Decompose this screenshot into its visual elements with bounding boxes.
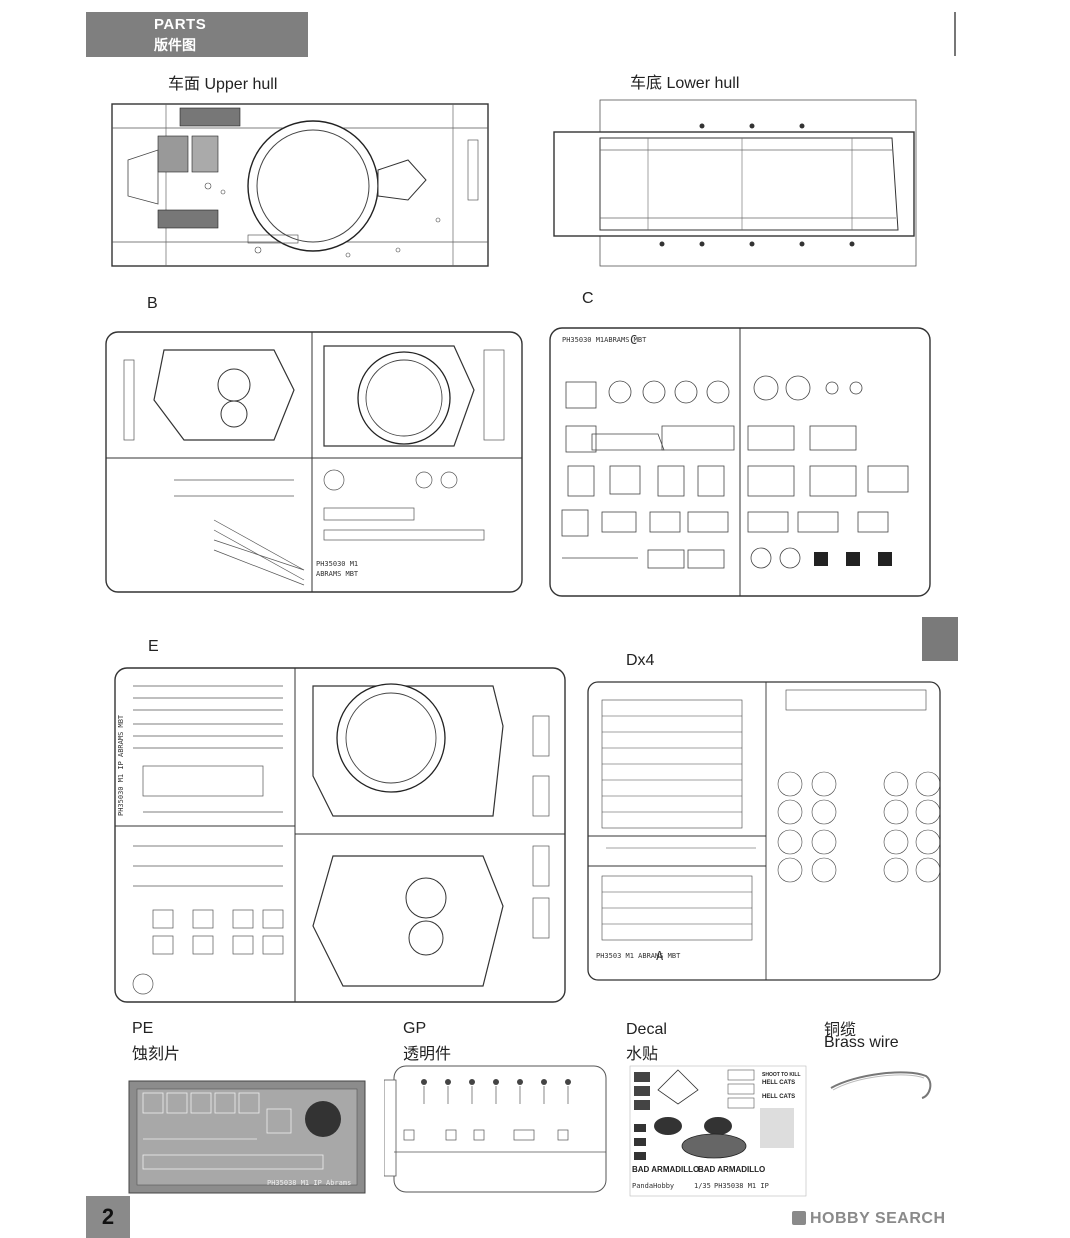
- sprue-d-drawing: PH3503 M1 ABRAMS MBT A: [587, 681, 941, 981]
- decal-hellcats-2: HELL CATS: [762, 1094, 795, 1100]
- brass-label-cn: 铜缆: [824, 1022, 857, 1039]
- pe-code: PH35038 M1 IP Abrams: [267, 1179, 351, 1187]
- gp-label-en: GP: [403, 1020, 427, 1037]
- brass-wire-drawing: [830, 1071, 932, 1099]
- sprue-e-label: E: [148, 638, 159, 655]
- decal-hellcats-1: HELL CATS: [762, 1080, 795, 1086]
- lower-hull-label: 车底 Lower hull: [630, 75, 740, 92]
- header-title-cn: 版件图: [154, 37, 196, 53]
- header-title-en: PARTS: [154, 16, 207, 33]
- parts-header: PARTS 版件图: [86, 12, 308, 57]
- watermark: HOBBY SEARCH: [792, 1210, 946, 1228]
- decal-shoot: SHOOT TO KILL: [762, 1072, 801, 1078]
- sprue-d-code: PH3503 M1 ABRAMS MBT: [596, 952, 681, 960]
- sprue-c-code: PH35030 M1ABRAMS MBT: [562, 336, 647, 344]
- pe-label-cn: 蚀刻片: [132, 1046, 181, 1063]
- pe-label-en: PE: [132, 1020, 154, 1037]
- sprue-e-drawing: PH35030 M1 IP ABRAMS MBT: [114, 667, 566, 1003]
- sprue-b-drawing: PH35030 M1 ABRAMS MBT: [105, 331, 523, 593]
- watermark-logo-icon: [792, 1211, 806, 1225]
- sprue-b-code-2: ABRAMS MBT: [316, 570, 359, 578]
- decal-label-en: Decal: [626, 1021, 667, 1038]
- decal-label-cn: 水贴: [626, 1046, 659, 1063]
- pe-fret-drawing: PH35038 M1 IP Abrams: [128, 1080, 366, 1194]
- sprue-c-drawing: PH35030 M1ABRAMS MBT C: [549, 327, 931, 597]
- page-number: 2: [86, 1196, 130, 1238]
- decal-scale: 1/35: [694, 1182, 711, 1190]
- decal-armadillo-1: BAD ARMADILLO: [632, 1165, 699, 1174]
- decal-code: PH35038 M1 IP: [714, 1182, 769, 1190]
- sprue-e-code: PH35030 M1 IP ABRAMS MBT: [117, 714, 125, 816]
- sprue-d-label: Dx4: [626, 652, 655, 669]
- lower-hull-drawing: [553, 99, 917, 267]
- watermark-text: HOBBY SEARCH: [810, 1210, 946, 1227]
- right-divider: [954, 12, 956, 56]
- sprue-d-letter: A: [656, 949, 664, 963]
- gp-label-cn: 透明件: [403, 1046, 452, 1063]
- sprue-b-code: PH35030 M1: [316, 560, 358, 568]
- sprue-c-letter: C: [630, 333, 637, 347]
- decal-armadillo-2: BAD ARMADILLO: [698, 1165, 765, 1174]
- upper-hull-label: 车面 Upper hull: [168, 76, 278, 93]
- sprue-c-label: C: [582, 290, 594, 307]
- gp-sprue-drawing: [384, 1065, 607, 1193]
- upper-hull-drawing: [111, 103, 489, 267]
- sprue-b-label: B: [147, 295, 158, 312]
- decal-brand: PandaHobby: [632, 1182, 674, 1190]
- decal-sheet-drawing: SHOOT TO KILL HELL CATS HELL CATS BAD AR…: [629, 1065, 807, 1197]
- brass-label-en: Brass wire: [824, 1034, 899, 1051]
- side-tab: [922, 617, 958, 661]
